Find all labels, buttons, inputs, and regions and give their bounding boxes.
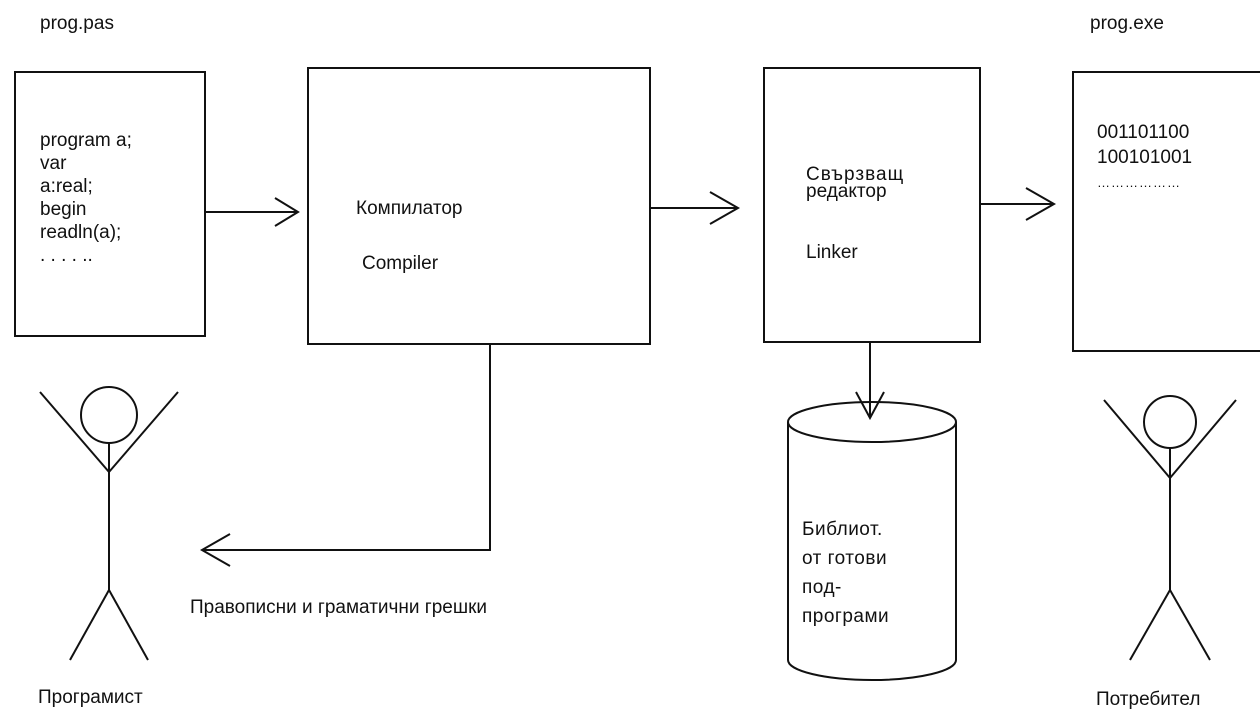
library-label: Библиот. от готови под-програми [802,486,889,660]
library-line: Библиот. [802,519,883,540]
linker-box [763,67,981,343]
arrow-linker-to-library [855,342,885,421]
programmer-figure [39,386,179,661]
code-line: program a; [40,130,132,151]
arrow-errors-to-programmer [199,344,491,567]
binary-line: ……………… [1097,175,1181,190]
errors-label: Правописни и граматични грешки [190,597,488,618]
linker-label-bg-line2: редактор [806,181,887,202]
output-binary: 001101100 100101001 ……………… [1097,95,1192,220]
linker-label-bg-line1: Свързващ [806,164,905,185]
compiler-label-bg: Компилатор [356,198,463,219]
arrow-compiler-to-linker [650,191,741,225]
code-line: var [40,153,67,174]
linker-label-en: Linker [806,242,858,263]
arrow-linker-to-output [980,187,1057,221]
compiler-box [307,67,651,345]
library-line: програми [802,606,890,627]
code-line: readln(a); [40,222,122,243]
output-filename: prog.exe [1090,13,1164,34]
code-line: . . . . .. [40,245,93,266]
code-line: begin [40,199,87,220]
binary-line: 001101100 [1097,122,1190,143]
source-box [14,71,206,337]
code-line: a:real; [40,176,93,197]
source-filename: prog.pas [40,13,114,34]
library-line: под- [802,577,842,598]
output-box [1072,71,1260,352]
user-figure [1103,395,1237,661]
arrow-source-to-compiler [205,197,300,227]
programmer-label: Програмист [38,687,143,708]
compiler-label-en: Compiler [362,253,439,274]
library-line: от готови [802,548,888,569]
binary-line: 100101001 [1097,147,1193,168]
library-cylinder [787,401,957,681]
user-label: Потребител [1096,689,1201,710]
